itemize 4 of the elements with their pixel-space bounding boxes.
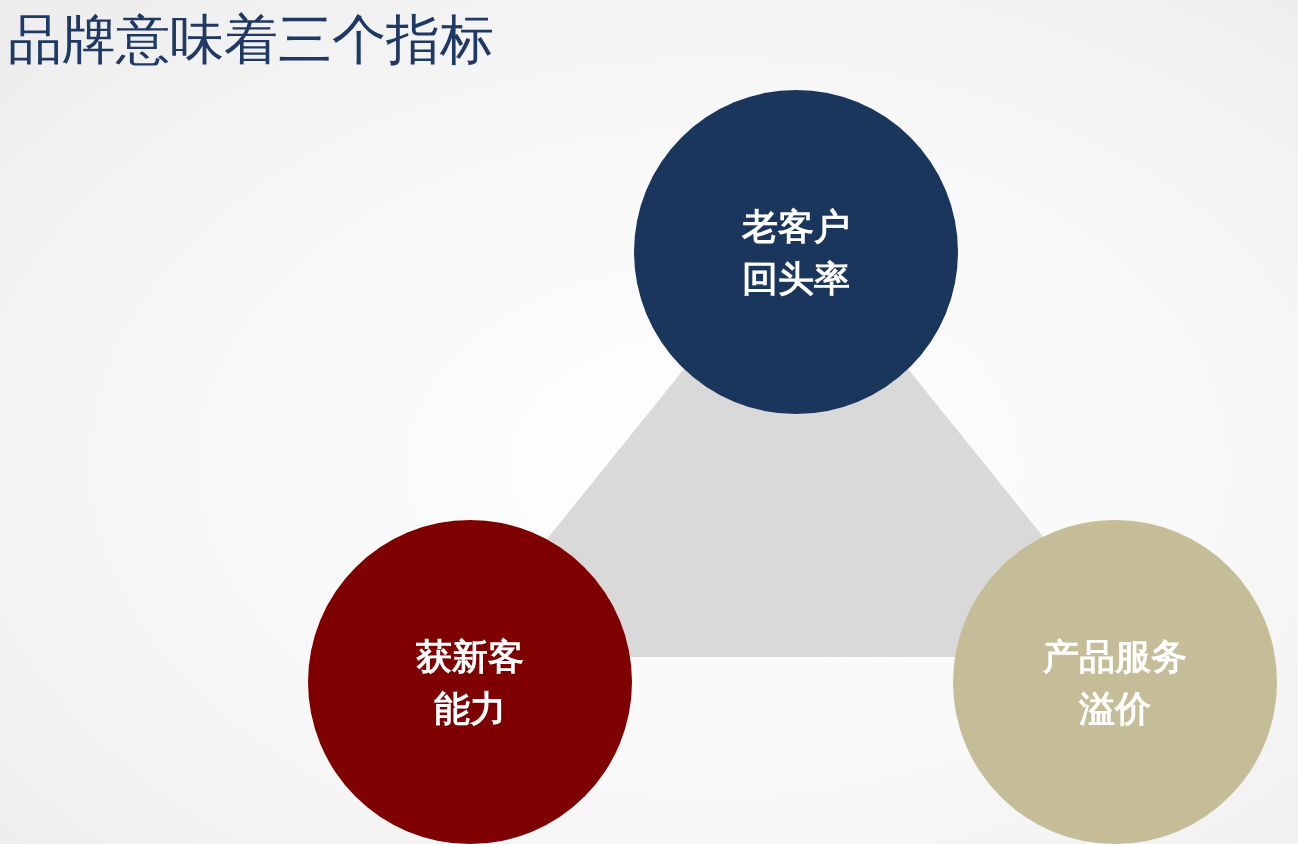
metric-circle: 老客户回头率 (634, 90, 958, 414)
title: 品牌意味着三个指标 (8, 8, 494, 73)
metric-circle: 获新客能力 (308, 520, 632, 844)
metric-circle: 产品服务溢价 (953, 520, 1277, 844)
